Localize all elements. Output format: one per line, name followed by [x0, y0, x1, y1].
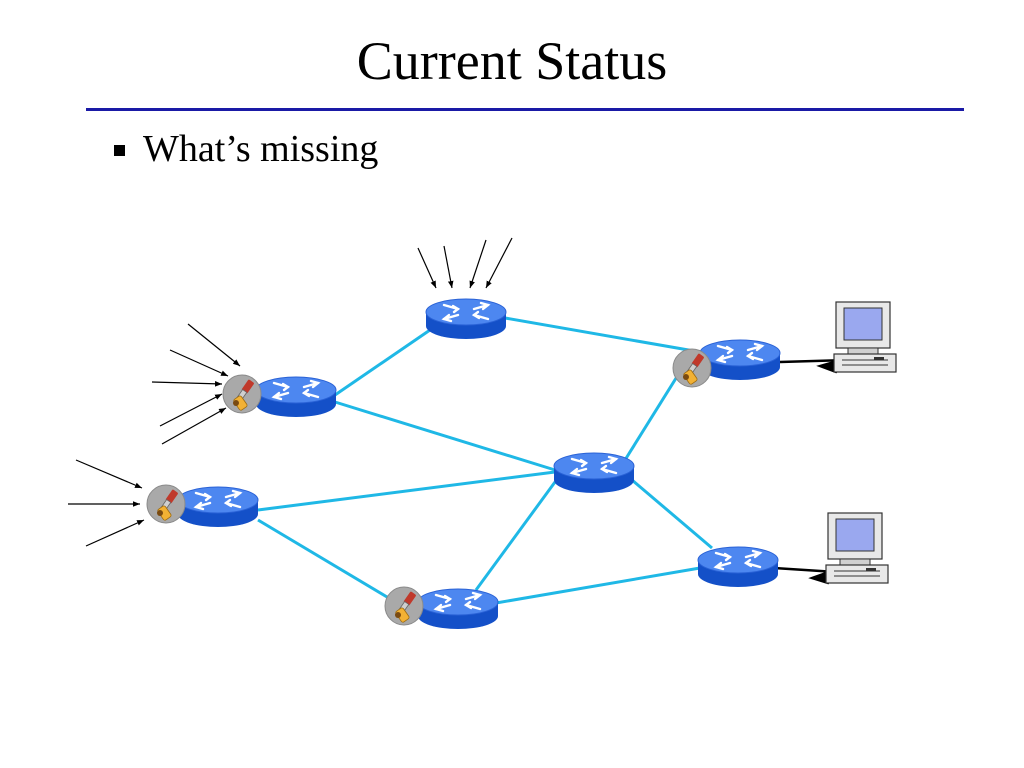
router-icon — [698, 338, 782, 382]
arrow-icon — [159, 393, 223, 427]
link-r5-r4 — [257, 470, 556, 512]
incoming-arrows — [68, 237, 513, 547]
router-icon — [176, 485, 260, 529]
router-icon — [424, 297, 508, 341]
link-r1-r2 — [334, 328, 431, 397]
arrow-icon — [417, 247, 437, 289]
router-icon — [552, 451, 636, 495]
arrow-icon — [75, 459, 143, 489]
link-r4-r7 — [631, 478, 713, 550]
link-r6-r7 — [495, 566, 701, 605]
arrow-icon — [85, 519, 145, 547]
desktop-computer-icon — [825, 512, 889, 584]
wrench-screwdriver-icon — [222, 374, 262, 414]
arrow-icon — [151, 381, 223, 387]
arrow-icon — [187, 323, 241, 367]
arrow-icon — [469, 239, 487, 289]
router-icon — [696, 545, 780, 589]
link-r2-r3 — [504, 316, 701, 354]
bullet-text: What’s missing — [143, 128, 379, 170]
bullet-item: What’s missing — [114, 126, 378, 172]
desktop-computer-icon — [833, 301, 897, 373]
arrow-icon — [161, 407, 227, 445]
title-divider — [86, 108, 964, 111]
link-r5-r6 — [257, 518, 393, 602]
link-r6-r4 — [474, 481, 557, 591]
square-bullet-icon — [114, 144, 125, 156]
link-r3-r4 — [623, 374, 680, 461]
wrench-screwdriver-icon — [146, 484, 186, 524]
router-icon — [254, 375, 338, 419]
network-links — [257, 316, 713, 605]
arrow-icon — [169, 349, 229, 377]
link-r1-r4 — [334, 400, 556, 472]
arrow-icon — [485, 237, 513, 289]
router-icon — [416, 587, 500, 631]
wrench-screwdriver-icon — [672, 348, 712, 388]
arrow-icon — [443, 245, 454, 289]
wrench-screwdriver-icon — [384, 586, 424, 626]
slide-title: Current Status — [356, 31, 668, 91]
